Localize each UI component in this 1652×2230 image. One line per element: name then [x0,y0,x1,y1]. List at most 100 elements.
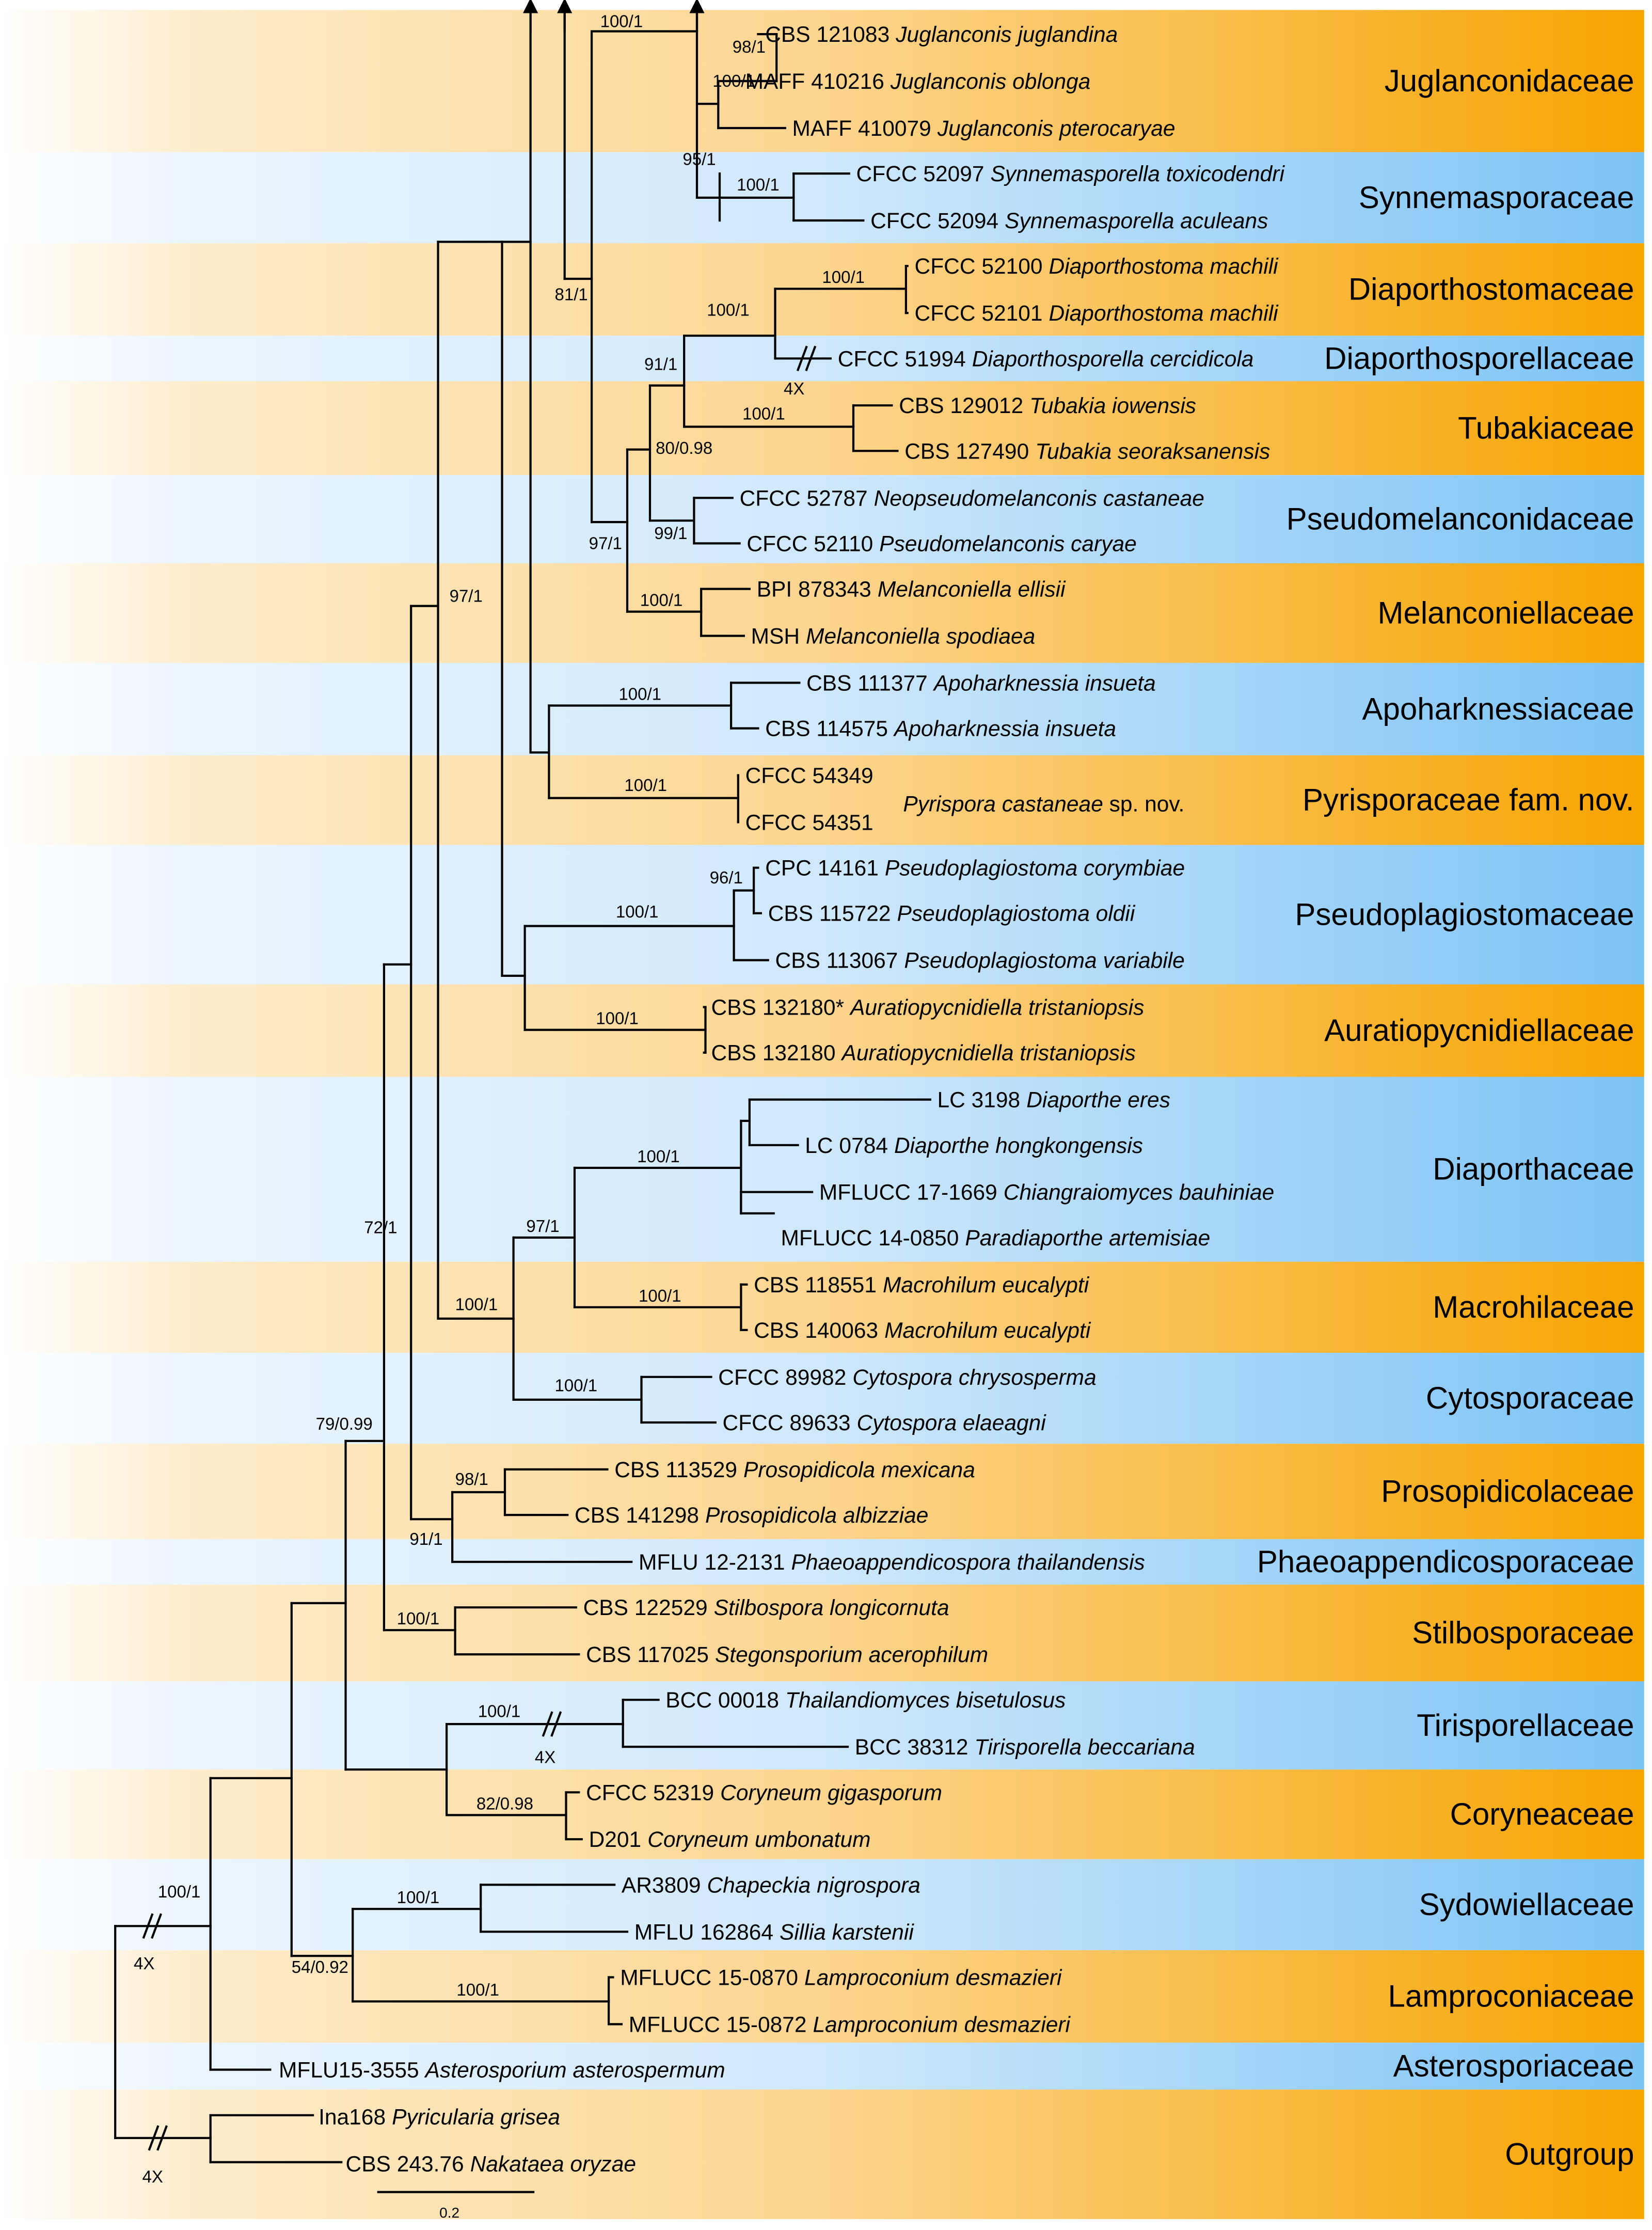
species-name: Tubakia iowensis [1029,394,1196,418]
strain-id: CPC 14161 [765,857,879,881]
strain-id: MFLU 12-2131 [639,1551,785,1575]
family-band [0,1077,1644,1262]
strain-id: MFLUCC 15-0872 [629,2013,807,2037]
species-name: Chapeckia nigrospora [707,1873,920,1897]
strain-id: CBS 243.76 [346,2152,464,2176]
species-name: Pseudoplagiostoma variabile [904,949,1184,973]
family-band [0,2043,1644,2090]
family-label: Pseudoplagiostomaceae [1295,897,1634,932]
support-value: 100/1 [707,301,750,320]
species-name: Juglanconis oblonga [890,70,1091,94]
strain-id: CFCC 54349 [745,764,873,788]
species-name: Chiangraiomyces bauhiniae [1004,1181,1274,1205]
strain-id: BCC 38312 [855,1735,968,1760]
support-value: 97/1 [589,533,622,552]
species-name: Apoharknessia insueta [932,671,1156,695]
strain-id: CBS 118551 [754,1273,877,1298]
family-band [0,755,1644,845]
strain-id: CBS 140063 [754,1319,878,1343]
support-value: 80/0.98 [656,438,712,457]
family-label: Apoharknessiaceae [1362,691,1634,726]
family-label: Juglanconidaceae [1385,64,1634,98]
strain-id: CBS 129012 [899,394,1023,418]
support-value: 54/0.92 [292,1957,348,1976]
strain-id: CBS 121083 [765,23,889,47]
support-value: 97/1 [526,1216,559,1236]
strain-id: LC 0784 [805,1134,888,1158]
species-name: Coryneum umbonatum [647,1828,870,1852]
species-name: Diaporthe eres [1026,1088,1170,1113]
family-label: Asterosporiaceae [1393,2049,1634,2083]
species-name: Macrohilum eucalypti [884,1319,1091,1343]
species-name: Synnemasporella toxicodendri [991,162,1285,186]
strain-id: MFLUCC 17-1669 [819,1181,997,1205]
species-name: Coryneum gigasporum [720,1781,942,1805]
family-label: Cytosporaceae [1426,1381,1634,1415]
strain-id: CFCC 52100 [915,255,1043,279]
support-value: 100/1 [600,11,643,30]
taxon-label: CFCC 54351 [745,811,873,835]
scale-bar-label: 0.2 [439,2205,459,2221]
family-label: Coryneaceae [1450,1797,1634,1831]
species-name: Stegonsporium acerophilum [715,1643,988,1667]
family-label: Sydowiellaceae [1419,1887,1634,1922]
support-value: 100/1 [618,684,661,703]
support-value: 100/1 [737,175,780,194]
species-name: Macrohilum eucalypti [883,1273,1090,1298]
strain-id: CFCC 52110 [746,532,873,556]
strain-id: CFCC 54351 [745,811,873,835]
family-band [0,1681,1644,1770]
support-value: 96/1 [710,868,743,887]
species-name: Melanconiella ellisii [878,578,1066,602]
family-band [0,563,1644,663]
family-band [0,10,1644,152]
family-label: Diaporthosporellaceae [1324,341,1634,375]
support-value: 98/1 [733,37,766,56]
branch-break-icon [151,1913,163,1939]
family-band [0,1859,1644,1951]
support-value: 100/1 [596,1009,639,1028]
family-label: Phaeoappendicosporaceae [1257,1544,1634,1579]
species-name: Cytospora elaeagni [857,1411,1047,1435]
taxon-label: CFCC 54349 [745,764,873,788]
support-value: 81/1 [555,284,588,304]
support-value: 99/1 [654,524,687,543]
family-label: Synnemasporaceae [1359,180,1634,215]
support-value: 100/1 [555,1375,598,1395]
strain-id: CBS 141298 [575,1504,699,1528]
species-name: Melanconiella spodiaea [806,625,1035,649]
family-label: Prosopidicolaceae [1381,1474,1634,1509]
species-name: Juglanconis pterocaryae [937,117,1176,141]
support-value: 100/1 [640,591,683,610]
support-value: 100/1 [158,1882,201,1901]
strain-id: CBS 132180* [711,996,845,1020]
family-label: Diaporthostomaceae [1348,272,1634,307]
family-label: Macrohilaceae [1433,1290,1634,1324]
family-band [0,1950,1644,2043]
taxon-label: CBS 132180*Auratiopycnidiella tristaniop… [711,996,1145,1020]
branch-break-label: 4X [535,1747,555,1766]
strain-id: CFCC 52101 [915,302,1043,326]
strain-id: CFCC 52097 [856,162,984,186]
strain-id: BPI 878343 [757,578,871,602]
strain-id: CBS 113529 [614,1458,737,1482]
support-value: 100/1 [624,776,667,795]
branch-break-icon [542,1711,553,1737]
strain-id: MAFF 410079 [792,117,931,141]
support-value: 97/1 [450,586,483,605]
family-band [0,2090,1644,2219]
